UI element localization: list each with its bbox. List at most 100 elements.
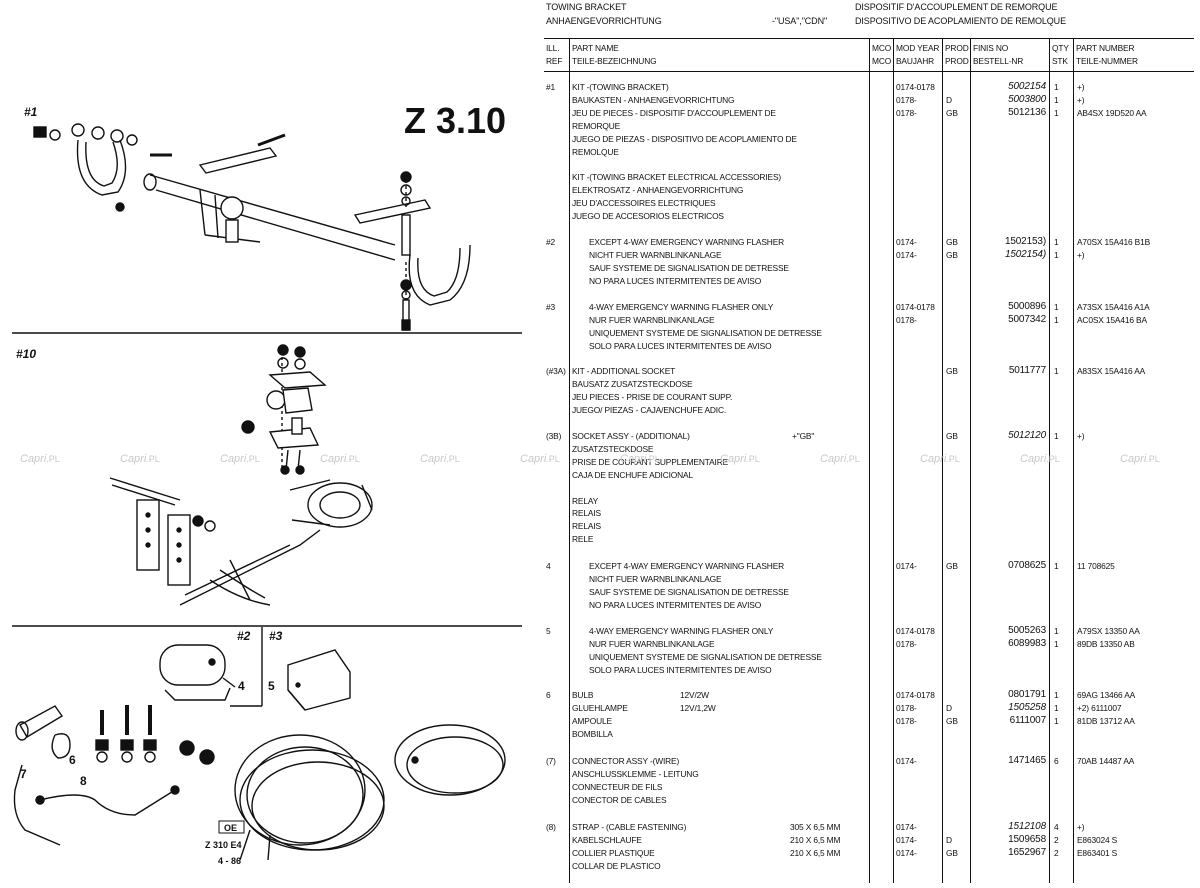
col-ill-ref: ILL.REF bbox=[546, 43, 563, 66]
part-number: A70SX 15A416 B1B bbox=[1077, 237, 1151, 247]
prod-code: D bbox=[946, 702, 952, 713]
exploded-diagram: Z 3.10 #1 #10 #2 #3 4 5 6 7 8 OE Z 310 E… bbox=[12, 100, 522, 866]
col-divider bbox=[569, 38, 570, 883]
watermark-text: Capri.PL bbox=[1120, 453, 1160, 465]
quantity: 1 bbox=[1054, 561, 1059, 571]
part-number: 81DB 13712 AA bbox=[1077, 715, 1135, 726]
ill-ref: #3 bbox=[546, 302, 556, 312]
finis-number: 5012136 bbox=[1008, 106, 1046, 118]
quantity: 1 bbox=[1054, 302, 1059, 312]
part-name: NICHT FUER WARNBLINKANLAGE bbox=[589, 249, 722, 260]
mod-year: 0174-0178 bbox=[896, 302, 935, 312]
ill-ref: 5 bbox=[546, 626, 551, 636]
part-name: REMOLQUE bbox=[572, 146, 619, 157]
watermark-text: Capri.PL bbox=[320, 453, 360, 465]
part-name: SAUF SYSTEME DE SIGNALISATION DE DETRESS… bbox=[589, 262, 789, 273]
part-name: AMPOULE bbox=[572, 715, 612, 726]
quantity: 2 bbox=[1054, 834, 1059, 845]
part-name: SOLO PARA LUCES INTERMITENTES DE AVISO bbox=[589, 664, 772, 675]
watermark-text: Capri.PL bbox=[620, 453, 660, 465]
part-number: 69AG 13466 AA bbox=[1077, 690, 1136, 700]
mod-year: 0178- bbox=[896, 107, 917, 118]
finis-number: 5007342 bbox=[1008, 313, 1046, 325]
part-name: NO PARA LUCES INTERMITENTES DE AVISO bbox=[589, 275, 762, 286]
quantity: 1 bbox=[1054, 431, 1059, 441]
part-name: RELAY bbox=[572, 495, 599, 506]
watermark-text: Capri.PL bbox=[820, 453, 860, 465]
page-code: Z 3.10 bbox=[404, 100, 506, 141]
part-number: E863024 S bbox=[1077, 834, 1118, 845]
part-spec: 305 X 6,5 MM bbox=[790, 822, 841, 832]
part-number: 11 708625 bbox=[1077, 561, 1115, 571]
part-name: JUEGO DE ACCESORIOS ELECTRICOS bbox=[572, 211, 724, 221]
callout-10: #10 bbox=[16, 347, 36, 361]
watermark-text: Capri.PL bbox=[520, 453, 560, 465]
quantity: 1 bbox=[1054, 94, 1059, 105]
finis-number: 0801791 bbox=[1008, 689, 1046, 700]
part-name: SOCKET ASSY - (ADDITIONAL) bbox=[572, 431, 690, 441]
part-number: A83SX 15A416 AA bbox=[1077, 366, 1146, 376]
quantity: 1 bbox=[1054, 237, 1059, 247]
quantity: 1 bbox=[1054, 638, 1059, 649]
mod-year: 0174-0178 bbox=[896, 690, 935, 700]
mod-year: 0174-0178 bbox=[896, 82, 935, 92]
ill-ref: (8) bbox=[546, 822, 556, 832]
watermark-text: Capri.PL bbox=[20, 453, 60, 465]
finis-number: 1502153) bbox=[1004, 236, 1046, 247]
mod-year: 0178- bbox=[896, 715, 917, 726]
part-name: 4-WAY EMERGENCY WARNING FLASHER ONLY bbox=[589, 626, 774, 636]
finis-number: 6111007 bbox=[1009, 714, 1047, 726]
finis-number: 5000896 bbox=[1008, 301, 1046, 312]
part-name: JEU D'ACCESSOIRES ELECTRIQUES bbox=[572, 198, 716, 209]
mod-year: 0178- bbox=[896, 638, 917, 649]
watermark-text: Capri.PL bbox=[720, 453, 760, 465]
stamp-date: 4 - 86 bbox=[218, 856, 241, 866]
watermark-text: Capri.PL bbox=[1020, 453, 1060, 465]
callout-3: #3 bbox=[269, 629, 283, 643]
mod-year: 0178- bbox=[896, 702, 917, 713]
part-name: 4-WAY EMERGENCY WARNING FLASHER ONLY bbox=[589, 302, 774, 312]
part-number: 89DB 13350 AB bbox=[1077, 638, 1135, 649]
col-divider bbox=[1049, 38, 1050, 883]
quantity: 2 bbox=[1054, 847, 1059, 858]
mod-year: 0174- bbox=[896, 237, 917, 247]
watermark-text: Capri.PL bbox=[120, 453, 160, 465]
mod-year: 0178- bbox=[896, 314, 917, 325]
finis-number: 5012120 bbox=[1008, 430, 1046, 441]
part-name: RELAIS bbox=[572, 521, 601, 532]
col-divider bbox=[869, 38, 870, 883]
market-note: -"USA","CDN" bbox=[772, 16, 828, 26]
callout-1: #1 bbox=[24, 105, 38, 119]
part-name: KABELSCHLAUFE bbox=[572, 834, 642, 845]
mod-year: 0174- bbox=[896, 822, 917, 832]
prod-code: D bbox=[946, 834, 952, 845]
watermark-text: Capri.PL bbox=[920, 453, 960, 465]
watermark-text: Capri.PL bbox=[420, 453, 460, 465]
quantity: 1 bbox=[1054, 702, 1059, 713]
mod-year: 0174-0178 bbox=[896, 626, 935, 636]
part-name: JUEGO/ PIEZAS - CAJA/ENCHUFE ADIC. bbox=[572, 404, 727, 415]
part-name: ZUSATZSTECKDOSE bbox=[572, 443, 654, 454]
callout-2: #2 bbox=[237, 629, 251, 643]
part-number: AB4SX 19D520 AA bbox=[1077, 107, 1147, 118]
finis-number: 5005263 bbox=[1008, 625, 1046, 636]
part-name: KIT -(TOWING BRACKET ELECTRICAL ACCESSOR… bbox=[572, 172, 782, 183]
finis-number: 0708625 bbox=[1008, 560, 1046, 571]
finis-number: 5011777 bbox=[1008, 365, 1046, 376]
part-name: STRAP - (CABLE FASTENING) bbox=[572, 822, 687, 832]
col-divider bbox=[970, 38, 971, 883]
part-name: EXCEPT 4-WAY EMERGENCY WARNING FLASHER bbox=[589, 237, 785, 247]
ill-ref: (3B) bbox=[546, 431, 562, 441]
illustration-panel: Z 3.10 #1 #10 #2 #3 4 5 6 7 8 OE Z 310 E… bbox=[0, 0, 535, 883]
part-number: AC0SX 15A416 BA bbox=[1077, 314, 1147, 325]
quantity: 1 bbox=[1054, 626, 1059, 636]
part-name: NO PARA LUCES INTERMITENTES DE AVISO bbox=[589, 599, 762, 610]
part-name: KIT -(TOWING BRACKET) bbox=[572, 82, 669, 92]
mod-year: 0174- bbox=[896, 834, 917, 845]
quantity: 1 bbox=[1054, 314, 1059, 325]
part-number: +) bbox=[1077, 822, 1085, 832]
part-number: A79SX 13350 AA bbox=[1077, 626, 1140, 636]
title-fr: DISPOSITIF D'ACCOUPLEMENT DE REMORQUE bbox=[855, 2, 1058, 12]
